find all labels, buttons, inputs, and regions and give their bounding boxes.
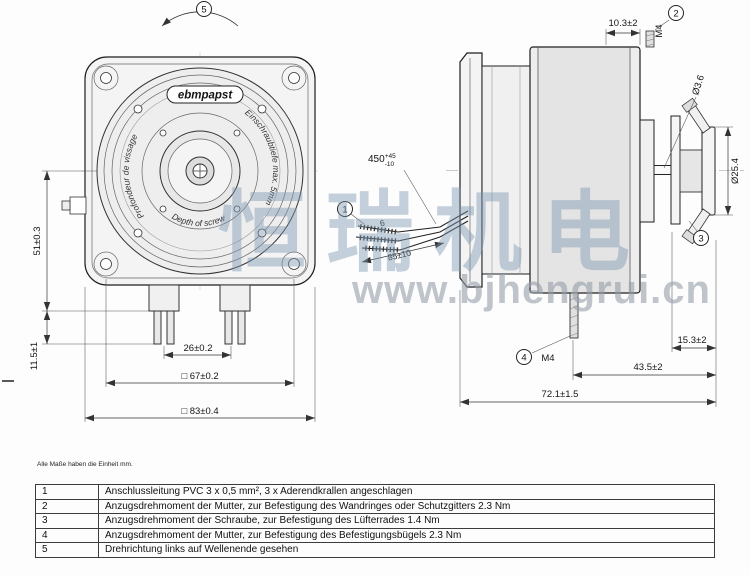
ref-balloon-4: 4: [516, 349, 532, 365]
row-number: 5: [35, 542, 99, 558]
front-boss: [639, 119, 655, 223]
ref-balloon-5: 5: [196, 1, 212, 17]
brand-badge: ebmpapst: [166, 85, 244, 104]
motor-rings: [96, 67, 304, 275]
row-text: Anzugsdrehmoment der Schraube, zur Befes…: [98, 513, 715, 529]
front-view: ebmpapst Einschraubtiefe max. 5mm Profon…: [61, 1, 318, 345]
dia-25-4: Ø25.4: [730, 158, 741, 184]
dia-3-6: Ø3.6: [690, 74, 707, 97]
row-number: 3: [35, 513, 99, 529]
technical-drawing: ebmpapst Einschraubtiefe max. 5mm Profon…: [2, 1, 744, 422]
dim-67: □ 67±0.2: [181, 371, 218, 382]
brand-label: ebmpapst: [178, 90, 233, 102]
row-text: Anzugsdrehmoment der Mutter, zur Befesti…: [98, 498, 715, 514]
neck-section: [481, 65, 531, 275]
table-row: 3 Anzugsdrehmoment der Schraube, zur Bef…: [35, 513, 715, 529]
rear-bell: [459, 52, 483, 288]
m4-bottom-label: M4: [541, 353, 554, 364]
dim-6: 6: [379, 218, 386, 229]
terminal-right: [219, 284, 251, 345]
side-view: [355, 30, 744, 339]
dim-15-3: 15.3±2: [678, 335, 707, 346]
dim-10-3: 10.3±2: [609, 18, 638, 29]
corner-mounting-holes: [93, 65, 307, 277]
dim-11-5: 11.5±1: [29, 342, 40, 370]
dim-26: 26±0.2: [184, 343, 213, 354]
row-number: 4: [35, 527, 99, 543]
parts-table: 1 Anschlussleitung PVC 3 x 0,5 mm², 3 x …: [35, 484, 715, 558]
connection-cable: [355, 210, 469, 253]
table-row: 4 Anzugsdrehmoment der Mutter, zur Befes…: [35, 527, 715, 543]
screw-holes: [133, 104, 267, 238]
row-text: Anzugsdrehmoment der Mutter, zur Befesti…: [98, 527, 715, 543]
ref-balloon-1: 1: [337, 201, 353, 217]
table-row: 1 Anschlussleitung PVC 3 x 0,5 mm², 3 x …: [35, 484, 715, 500]
row-text: Anschlussleitung PVC 3 x 0,5 mm², 3 x Ad…: [98, 484, 715, 500]
svg-text:1: 1: [342, 204, 347, 215]
svg-text:3: 3: [698, 233, 703, 244]
mounting-bracket: [670, 97, 716, 245]
dim-51: 51±0.3: [32, 227, 43, 256]
top-stud: [645, 30, 655, 48]
ref-balloon-2: 2: [668, 5, 684, 21]
dim-72-1: 72.1±1.5: [542, 389, 579, 400]
svg-text:5: 5: [201, 4, 206, 15]
dim-43-5: 43.5±2: [634, 362, 663, 373]
side-stub: [61, 196, 87, 215]
front-dimensions: 51±0.3 11.5±1 26±0.2 □ 67±0.2 □ 83±0.4: [29, 170, 316, 422]
dim-83: □ 83±0.4: [181, 406, 218, 417]
m4-top-label: M4: [654, 24, 665, 37]
svg-text:4: 4: [521, 352, 526, 363]
table-row: 5 Drehrichtung links auf Wellenende gese…: [35, 542, 715, 558]
row-text: Drehrichtung links auf Wellenende gesehe…: [98, 542, 715, 558]
dim-450: 450+45-10: [368, 153, 396, 168]
units-note: Alle Maße haben die Einheit mm.: [37, 461, 133, 468]
row-number: 2: [35, 498, 99, 514]
svg-text:2: 2: [673, 8, 678, 19]
terminal-left: [148, 284, 180, 345]
row-number: 1: [35, 484, 99, 500]
bottom-stud: [569, 292, 579, 339]
table-row: 2 Anzugsdrehmoment der Mutter, zur Befes…: [35, 498, 715, 514]
side-dimensions: 10.3±2 M4 2 Ø3.6 Ø25.4 450+45-10 1 6 85±…: [337, 5, 741, 407]
ref-balloon-3: 3: [693, 230, 709, 246]
